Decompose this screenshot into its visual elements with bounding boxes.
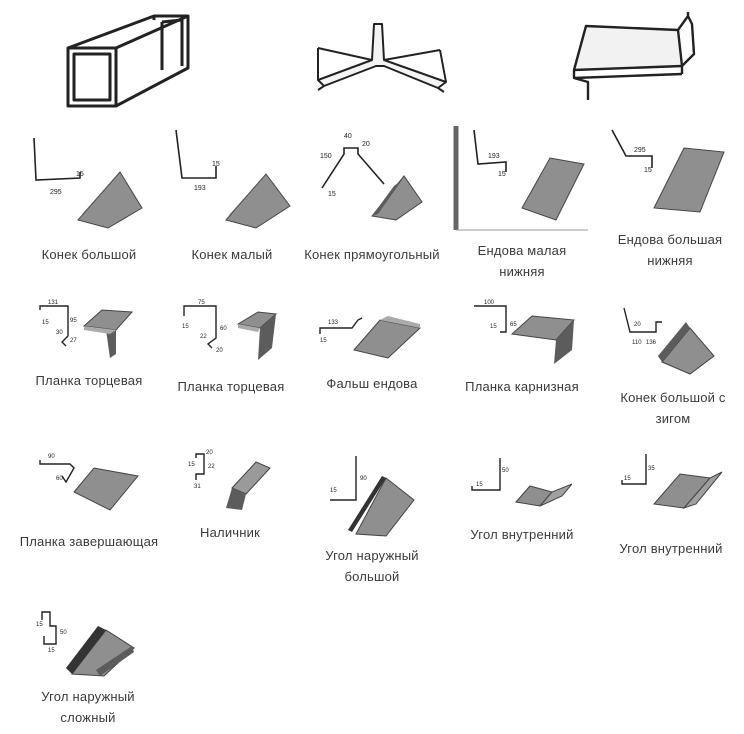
svg-text:90: 90: [48, 454, 55, 460]
svg-text:95: 95: [70, 318, 77, 324]
item-caption: Конек большой: [41, 247, 137, 262]
svg-text:100: 100: [484, 300, 495, 306]
svg-text:20: 20: [634, 322, 641, 328]
item-caption: Конек большой с зигом: [620, 390, 726, 426]
ridge-large-icon: 15 295: [24, 122, 148, 230]
svg-text:131: 131: [48, 300, 59, 306]
svg-text:50: 50: [60, 630, 67, 636]
roof-sheet-icon: [566, 8, 698, 104]
svg-text:15: 15: [644, 167, 652, 174]
item-caption: Ендова большая нижняя: [617, 232, 723, 268]
item-caption: Наличник: [200, 525, 260, 540]
svg-text:193: 193: [194, 185, 206, 192]
svg-text:31: 31: [194, 484, 201, 490]
item-caption: Угол внутренний: [619, 541, 723, 556]
item-caption: Планка торцевая: [35, 373, 143, 388]
svg-text:60: 60: [220, 326, 227, 332]
svg-text:150: 150: [320, 153, 332, 160]
svg-text:20: 20: [362, 141, 370, 148]
svg-text:15: 15: [320, 338, 327, 344]
eave-strip-icon: 100 65 15: [470, 298, 576, 368]
svg-text:50: 50: [502, 468, 509, 474]
svg-text:15: 15: [76, 171, 84, 178]
outer-corner-large-icon: 15 90: [322, 448, 418, 538]
svg-text:15: 15: [48, 648, 55, 654]
svg-text:90: 90: [360, 476, 367, 482]
svg-text:136: 136: [646, 340, 657, 346]
trim-icon: 20 15 22 31: [186, 448, 272, 514]
svg-text:20: 20: [216, 348, 223, 354]
svg-text:40: 40: [344, 133, 352, 140]
svg-text:15: 15: [212, 161, 220, 168]
item-caption: Планка торцевая: [177, 379, 285, 394]
svg-text:295: 295: [634, 147, 646, 154]
item-caption: Планка завершающая: [19, 534, 159, 549]
item-caption: Ендова малая нижняя: [477, 243, 567, 279]
svg-text:30: 30: [56, 330, 63, 336]
svg-text:35: 35: [648, 466, 655, 472]
svg-text:15: 15: [476, 482, 483, 488]
end-strip-1-icon: 131 95 15 30 27: [36, 296, 136, 362]
valley-large-icon: 295 15: [608, 124, 728, 218]
svg-text:295: 295: [50, 189, 62, 196]
item-caption: Фальш ендова: [326, 376, 418, 391]
svg-text:15: 15: [182, 324, 189, 330]
ridge-panel-icon: [312, 18, 452, 94]
svg-text:110: 110: [632, 340, 642, 346]
item-caption: Конек прямоугольный: [304, 247, 440, 262]
false-valley-icon: 133 15: [316, 300, 424, 360]
svg-text:22: 22: [200, 334, 207, 340]
valley-small-icon: 193 15: [452, 124, 588, 232]
svg-text:75: 75: [198, 300, 205, 306]
svg-text:20: 20: [206, 450, 213, 456]
inner-corner-1-icon: 50 15: [468, 450, 572, 512]
svg-text:15: 15: [36, 622, 43, 628]
item-caption: Угол наружный сложный: [41, 689, 135, 725]
svg-text:65: 65: [510, 322, 517, 328]
svg-text:15: 15: [330, 488, 337, 494]
outer-corner-complex-icon: 15 50 15: [34, 604, 136, 680]
item-caption: Угол внутренний: [470, 527, 574, 542]
svg-text:15: 15: [188, 462, 195, 468]
svg-text:15: 15: [42, 320, 49, 326]
ridge-zig-icon: 20 110 136: [620, 296, 716, 376]
ridge-rect-icon: 40 20 150 15: [308, 124, 432, 224]
svg-text:60: 60: [56, 476, 63, 482]
svg-text:193: 193: [488, 153, 500, 160]
svg-text:133: 133: [328, 320, 339, 326]
svg-text:27: 27: [70, 338, 77, 344]
svg-text:15: 15: [328, 191, 336, 198]
ridge-small-icon: 15 193: [168, 122, 296, 230]
end-strip-2-icon: 75 60 15 22 20: [178, 296, 280, 366]
svg-text:15: 15: [498, 171, 506, 178]
item-caption: Планка карнизная: [465, 379, 579, 394]
finish-strip-icon: 90 60: [36, 446, 140, 514]
svg-text:15: 15: [490, 324, 497, 330]
rect-pipe-icon: [60, 8, 192, 112]
svg-text:22: 22: [208, 464, 215, 470]
svg-text:15: 15: [624, 476, 631, 482]
item-caption: Угол наружный большой: [325, 548, 419, 584]
inner-corner-2-icon: 35 15: [614, 448, 726, 528]
item-caption: Конек малый: [191, 247, 273, 262]
